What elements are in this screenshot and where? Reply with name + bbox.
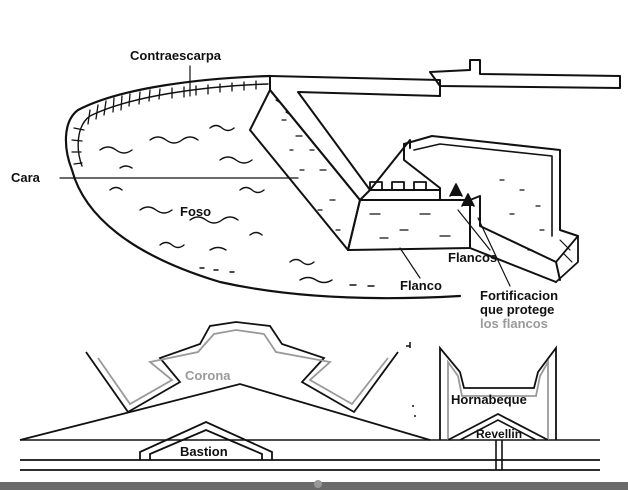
label-contraescarpa: Contraescarpa <box>130 48 222 63</box>
label-foso: Foso <box>180 204 211 219</box>
crown-base-triangle <box>19 383 431 441</box>
bottom-bar-dot <box>314 480 322 488</box>
plan-view <box>19 321 600 471</box>
flank-protection-texture <box>499 179 573 263</box>
hornwork-inner <box>447 358 549 440</box>
crown-work-inner <box>97 329 389 406</box>
bastion-face-wall <box>249 89 361 251</box>
bottom-bar <box>0 482 628 490</box>
leader-flanco <box>399 247 421 279</box>
flank-wall <box>347 199 471 251</box>
moat-water <box>99 124 375 287</box>
flank-wall-texture <box>369 213 451 239</box>
bastion-top-face <box>269 75 441 191</box>
label-bastion: Bastion <box>180 444 228 459</box>
leader-fortificacion <box>477 217 511 287</box>
rampart-right <box>429 59 621 89</box>
ravelin-outer <box>447 412 549 441</box>
debris-marks <box>406 342 416 417</box>
label-fortificacion-1: Fortificacion <box>480 288 558 303</box>
counterscarp-inner-edge <box>77 83 269 167</box>
counterscarp-edge <box>64 74 462 300</box>
label-revellin: Revellin <box>476 427 522 441</box>
label-hornabeque: Hornabeque <box>451 392 527 407</box>
label-flanco: Flanco <box>400 278 442 293</box>
face-wall-texture <box>275 99 341 231</box>
label-fortificacion-2: que protege <box>480 302 554 317</box>
hornwork-stem <box>495 440 503 470</box>
bank-hatching <box>71 80 257 165</box>
crown-work-outer <box>84 352 398 440</box>
flank-crenellation <box>369 181 427 191</box>
bastion-inner <box>149 429 263 460</box>
flank-protection-structure <box>403 135 579 237</box>
label-fortificacion-3: los flancos <box>480 316 548 331</box>
ravelin-inner <box>459 419 537 441</box>
leader-flancos <box>457 209 491 251</box>
label-corona: Corona <box>185 368 231 383</box>
label-flancos: Flancos <box>448 250 497 265</box>
label-cara: Cara <box>11 170 41 185</box>
flank-embrasures <box>449 183 475 207</box>
hornwork-outer <box>439 345 557 440</box>
moat-illustration <box>59 59 621 300</box>
bastion-outer <box>139 421 273 460</box>
crown-work-line <box>85 321 399 414</box>
